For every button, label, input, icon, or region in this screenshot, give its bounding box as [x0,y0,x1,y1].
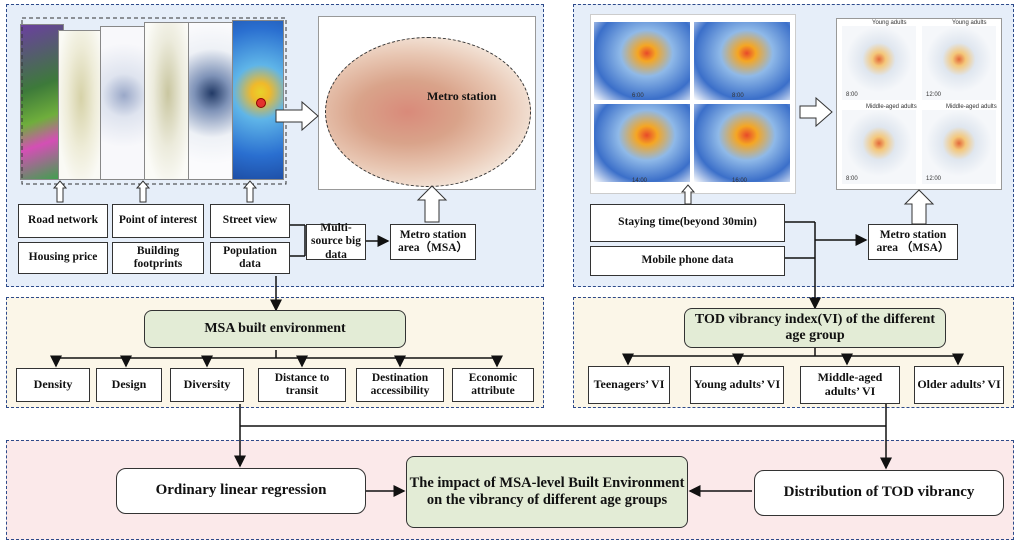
factor-economic-attribute: Economic attribute [452,368,534,402]
road-network-layer-image [58,30,104,180]
distribution-of-tod-vibrancy-box: Distribution of TOD vibrancy [754,470,1004,516]
heatmap-time-label: 14:00 [632,178,648,184]
metro-area-ellipse [325,37,531,187]
age-map-label: Young adults [952,20,987,26]
poi-layer-image [100,26,148,180]
population-data-box: Population data [210,242,290,274]
metro-station-marker-icon [256,98,266,108]
age-map-1 [842,26,916,100]
metro-station-area-box: Metro station area（MSA） [390,224,476,260]
age-map-2 [922,26,996,100]
heatmap-16pm [694,104,790,182]
heatmap-time-label: 16:00 [732,178,748,184]
factor-design: Design [96,368,162,402]
street-view-box: Street view [210,204,290,238]
building-layer-image [188,22,236,180]
heatmap-time-label: 8:00 [732,93,744,99]
age-map-4 [922,110,996,184]
heatmap-6am [594,22,690,100]
housing-price-box: Housing price [18,242,108,274]
tod-vibrancy-index-box: TOD vibrancy index(VI) of the different … [684,308,946,348]
age-map-time: 12:00 [926,176,942,182]
metro-station-area-box-right: Metro station area （MSA） [868,224,958,260]
msa-built-environment-box: MSA built environment [144,310,406,348]
age-map-time: 8:00 [846,176,858,182]
multi-source-big-data-box: Multi-source big data [306,222,366,261]
point-of-interest-box: Point of interest [112,204,204,238]
group-middle-aged-adults-vi: Middle-aged adults’ VI [800,366,900,404]
group-young-adults-vi: Young adults’ VI [690,366,784,404]
age-map-time: 8:00 [846,92,858,98]
factor-density: Density [16,368,90,402]
metro-station-label: Metro station [427,89,497,103]
ordinary-linear-regression-box: Ordinary linear regression [116,468,366,514]
age-map-label: Middle-aged adults [866,104,917,110]
age-map-time: 12:00 [926,92,942,98]
road-network-box: Road network [18,204,108,238]
staying-time-box: Staying time(beyond 30min) [590,204,785,242]
impact-box: The impact of MSA-level Built Environmen… [406,456,688,528]
age-map-3 [842,110,916,184]
factor-diversity: Diversity [170,368,244,402]
heatmap-14pm [594,104,690,182]
age-map-label: Middle-aged adults [946,104,997,110]
group-older-adults-vi: Older adults’ VI [914,366,1004,404]
factor-destination-accessibility: Destination accessibility [356,368,444,402]
street-view-layer-image [144,22,192,180]
metro-station-3d-image: Metro station [318,16,536,190]
age-map-label: Young adults [872,20,907,26]
building-footprints-box: Building footprints [112,242,204,274]
group-teenagers-vi: Teenagers’ VI [588,366,670,404]
mobile-phone-data-box: Mobile phone data [590,246,785,276]
factor-distance-to-transit: Distance to transit [258,368,346,402]
heatmap-time-label: 6:00 [632,93,644,99]
heatmap-8am [694,22,790,100]
